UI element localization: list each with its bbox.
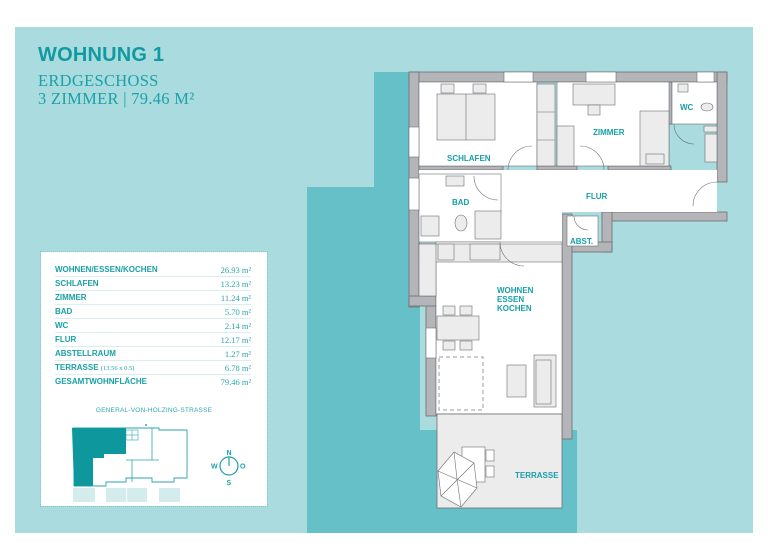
highlighted-unit — [72, 428, 126, 486]
table-row: WC 2.14 m² — [55, 318, 251, 333]
row-value: 12.17 m² — [206, 332, 251, 347]
rooms-summary: 3 ZIMMER | 79.46 M² — [38, 89, 195, 108]
table-row: ZIMMER 11.24 m² — [55, 290, 251, 305]
title-block: WOHNUNG 1 ERDGESCHOSS 3 ZIMMER | 79.46 M… — [38, 44, 195, 108]
rug — [438, 356, 484, 411]
terrace-furniture — [437, 446, 495, 508]
row-name: FLUR — [55, 332, 207, 347]
room-label-schlafen: SCHLAFEN — [447, 154, 491, 163]
room-label-zimmer: ZIMMER — [593, 128, 625, 137]
legend-box: WOHNEN/ESSEN/KOCHEN 26.93 m² SCHLAFEN 13… — [40, 251, 268, 507]
row-name-text: TERRASSE — [55, 363, 99, 372]
row-name: ABSTELLRAUM — [55, 346, 207, 361]
compass-west: W — [211, 464, 218, 471]
compass-north: N — [227, 450, 232, 457]
room-label-abst: ABST. — [570, 237, 593, 246]
row-name: WOHNEN/ESSEN/KOCHEN — [55, 263, 207, 277]
room-label-flur: FLUR — [586, 192, 608, 201]
street-label: GENERAL-VON-HOLZING-STRASSE — [95, 407, 213, 414]
table-row: SCHLAFEN 13.23 m² — [55, 276, 251, 291]
room-label-wohnen: WOHNEN — [497, 286, 534, 295]
row-value: 79.46 m² — [220, 376, 251, 387]
doors — [473, 123, 718, 267]
compass-east: O — [240, 464, 246, 471]
compass-south: S — [227, 480, 232, 487]
row-value: 2.14 m² — [206, 318, 251, 333]
row-value: 1.27 m² — [206, 346, 251, 361]
row-value: 13.23 m² — [206, 276, 251, 291]
table-row: FLUR 12.17 m² — [55, 332, 251, 347]
compass-icon: N S W O — [211, 450, 246, 487]
furniture — [418, 83, 718, 408]
row-name: BAD — [55, 304, 207, 319]
row-name: TERRASSE (13.56 x 0.5) — [55, 360, 207, 375]
row-note: (13.56 x 0.5) — [100, 365, 135, 372]
windows — [408, 71, 715, 359]
row-name: SCHLAFEN — [55, 276, 207, 291]
garden-area — [307, 72, 420, 533]
row-value: 6.78 m² — [206, 360, 251, 375]
table-row-total: GESAMTWOHNFLÄCHE 79.46 m² — [55, 375, 251, 389]
row-name: GESAMTWOHNFLÄCHE — [55, 377, 147, 386]
site-plan — [72, 424, 188, 502]
table-row: BAD 5.70 m² — [55, 304, 251, 319]
table-row: TERRASSE (13.56 x 0.5) 6.78 m² — [55, 360, 251, 375]
room-label-bad: BAD — [452, 198, 470, 207]
row-name: ZIMMER — [55, 290, 207, 305]
row-value: 26.93 m² — [206, 263, 251, 277]
floor-label: ERDGESCHOSS — [38, 71, 159, 90]
room-label-wc: WC — [680, 103, 694, 112]
row-value: 11.24 m² — [206, 290, 251, 305]
room-label-kochen: KOCHEN — [497, 304, 532, 313]
area-table: WOHNEN/ESSEN/KOCHEN 26.93 m² SCHLAFEN 13… — [55, 263, 251, 388]
room-label-essen: ESSEN — [497, 295, 524, 304]
row-value: 5.70 m² — [206, 304, 251, 319]
table-row: WOHNEN/ESSEN/KOCHEN 26.93 m² — [55, 263, 251, 277]
row-name: WC — [55, 318, 207, 333]
apartment-title: WOHNUNG 1 — [38, 44, 165, 66]
table-row: ABSTELLRAUM 1.27 m² — [55, 346, 251, 361]
room-label-terrasse: TERRASSE — [515, 471, 559, 480]
